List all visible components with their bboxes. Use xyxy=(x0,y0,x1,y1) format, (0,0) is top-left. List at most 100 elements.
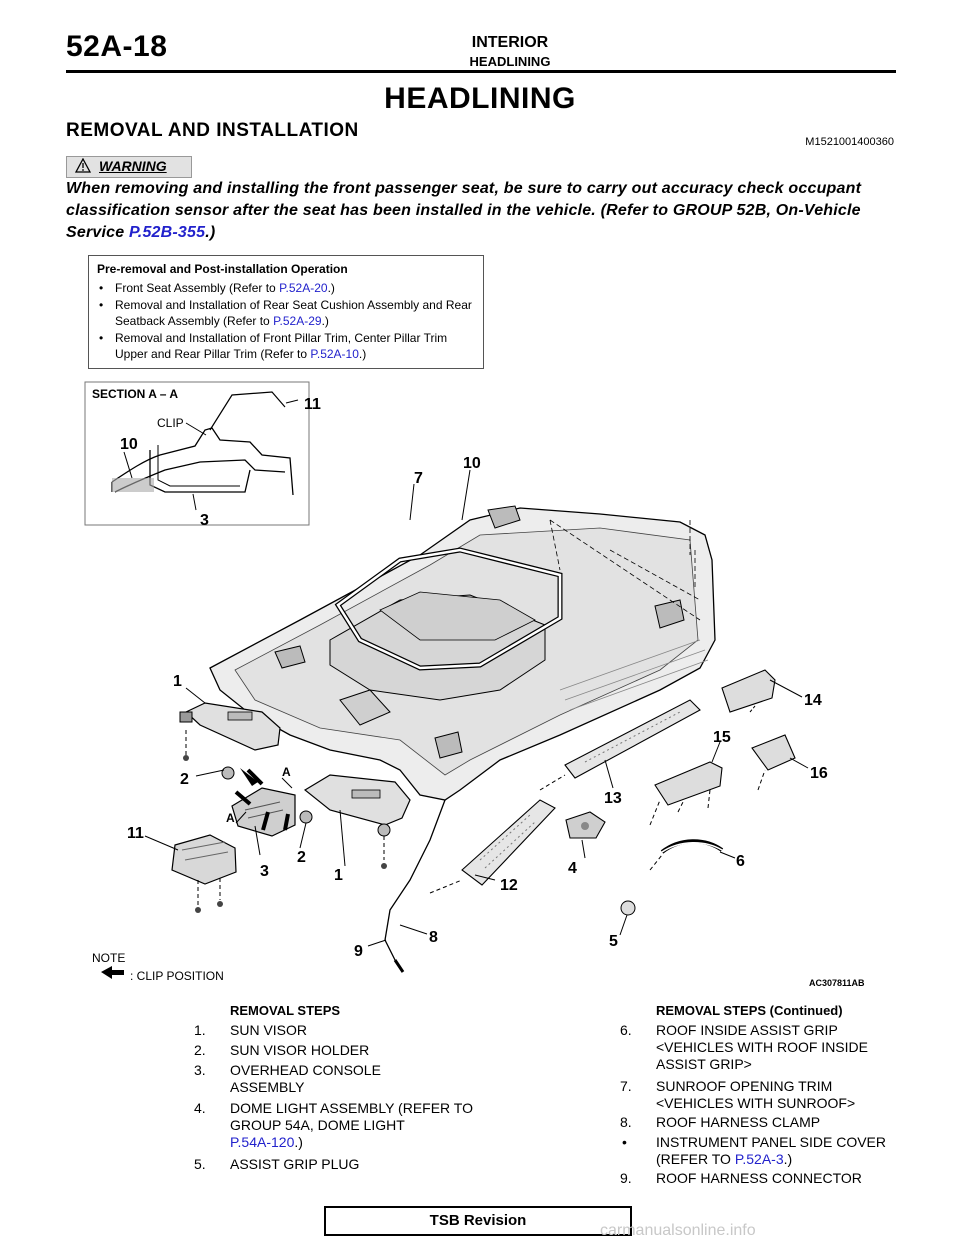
item-text: Front Seat Assembly (Refer to xyxy=(115,281,280,295)
section-marker: A xyxy=(226,811,235,825)
step-text: SUN VISOR HOLDER xyxy=(230,1042,370,1058)
item-link[interactable]: P.52A-20 xyxy=(279,281,328,295)
item-link[interactable]: P.52A-10 xyxy=(310,347,359,361)
removal-steps-list-left: 1. SUN VISOR 2. SUN VISOR HOLDER 3. OVER… xyxy=(194,1022,494,1182)
step-number: 8. xyxy=(620,1114,632,1130)
step-text: ROOF HARNESS CONNECTOR xyxy=(656,1170,862,1186)
removal-steps-heading: REMOVAL STEPS xyxy=(230,1003,341,1018)
callout-label: 12 xyxy=(500,877,518,894)
step-text-main: INSTRUMENT PANEL SIDE COVER (REFER TO xyxy=(656,1134,887,1167)
warning-text: When removing and installing the front p… xyxy=(66,178,896,244)
step-text: ASSIST GRIP PLUG xyxy=(230,1156,360,1172)
pillar-trim-13 xyxy=(539,699,701,791)
figure-code: AC307811AB xyxy=(809,978,865,988)
pillar-trim-12 xyxy=(429,799,556,894)
section-header: INTERIOR xyxy=(471,34,549,51)
callout-label: 10 xyxy=(463,455,481,472)
item-after: .) xyxy=(358,347,367,361)
dome-light xyxy=(565,811,606,839)
callout-label: 16 xyxy=(810,765,828,782)
note-text: : CLIP POSITION xyxy=(130,969,224,983)
callout-label: 7 xyxy=(414,470,423,487)
step-text: SUN VISOR xyxy=(230,1022,308,1038)
callout-leaders xyxy=(144,469,809,947)
bullet-icon: • xyxy=(622,1134,627,1150)
step-number: 2. xyxy=(194,1042,206,1058)
step-link[interactable]: P.54A-120 xyxy=(230,1134,295,1150)
reference-code: M1521001400360 xyxy=(805,136,894,148)
bullet-icon: • xyxy=(99,298,104,312)
overhead-console xyxy=(221,766,313,837)
callout-label: 1 xyxy=(173,673,182,690)
list-item: • Removal and Installation of Front Pilla… xyxy=(97,330,477,362)
item-after: .) xyxy=(327,281,335,295)
warning-link[interactable]: P.52B-355 xyxy=(128,224,206,241)
sun-visor-right xyxy=(303,774,411,869)
subsection-header: HEADLINING xyxy=(469,54,551,69)
callout-label: 1 xyxy=(334,867,343,884)
step-number: 7. xyxy=(620,1078,632,1094)
step-text: SUNROOF OPENING TRIM <VEHICLES WITH SUNR… xyxy=(656,1078,856,1111)
list-item: • Front Seat Assembly (Refer to P.52A-20.… xyxy=(97,280,477,296)
section-markers: A A xyxy=(226,765,291,825)
roof-harness xyxy=(384,799,446,973)
note-label: NOTE xyxy=(92,951,125,965)
header-rule xyxy=(66,70,896,73)
headlining-exploded-diagram: SECTION A – A CLIP xyxy=(84,381,865,988)
warning-label: WARNING xyxy=(99,158,167,174)
callout-label: 2 xyxy=(180,771,189,788)
step-number: 6. xyxy=(620,1022,632,1038)
step-text: ROOF INSIDE ASSIST GRIP <VEHICLES WITH R… xyxy=(656,1022,868,1072)
callout-label: 4 xyxy=(568,860,577,877)
bracket-16 xyxy=(751,734,796,791)
headliner-panel xyxy=(209,505,716,801)
callout-label: 3 xyxy=(200,512,209,529)
item-text: Removal and Installation of Front Pillar… xyxy=(115,331,448,361)
callout-label: 11 xyxy=(304,396,321,413)
step-link[interactable]: P.52A-3 xyxy=(734,1151,784,1167)
step-number: 1. xyxy=(194,1022,206,1038)
step-number: 5. xyxy=(194,1156,206,1172)
page-title: HEADLINING xyxy=(384,82,576,115)
watermark: carmanualsonline.info xyxy=(600,1222,756,1239)
list-item: • Removal and Installation of Rear Seat C… xyxy=(97,297,477,329)
pre-removal-heading: Pre-removal and Post-installation Operat… xyxy=(97,262,348,276)
pre-removal-box: Pre-removal and Post-installation Operat… xyxy=(88,255,484,369)
item-link[interactable]: P.52A-29 xyxy=(273,314,322,328)
warning-triangle-icon xyxy=(74,157,92,176)
step-number: 9. xyxy=(620,1170,632,1186)
callout-label: 6 xyxy=(736,853,745,870)
bracket-15 xyxy=(649,761,723,826)
item-after: .) xyxy=(321,314,329,328)
bullet-icon: • xyxy=(99,331,104,345)
section-label: SECTION A – A xyxy=(92,387,178,401)
step-text-after: .) xyxy=(294,1134,303,1150)
bracket-14 xyxy=(721,669,776,713)
callout-label: 14 xyxy=(804,692,822,709)
callout-label: 11 xyxy=(127,825,144,842)
callout-label: 13 xyxy=(604,790,622,807)
tsb-revision-footer: TSB Revision xyxy=(324,1206,632,1236)
step-text-main: DOME LIGHT ASSEMBLY (REFER TO GROUP 54A,… xyxy=(230,1100,473,1133)
step-text: DOME LIGHT ASSEMBLY (REFER TO GROUP 54A,… xyxy=(230,1100,480,1151)
step-text: ROOF HARNESS CLAMP xyxy=(656,1114,821,1130)
step-number: 4. xyxy=(194,1100,206,1116)
warning-badge: WARNING xyxy=(66,156,192,178)
step-text-after: .) xyxy=(783,1151,793,1167)
callout-label: 8 xyxy=(429,929,438,946)
clip-label: CLIP xyxy=(157,416,184,430)
removal-steps-continued-heading: REMOVAL STEPS (Continued) xyxy=(656,1003,843,1018)
section-marker: A xyxy=(282,765,291,779)
console-bracket xyxy=(171,834,237,913)
item-text: Removal and Installation of Rear Seat Cu… xyxy=(115,298,472,328)
callout-labels: 10 3 11 7 10 1 2 3 2 1 11 4 5 6 12 13 14… xyxy=(120,396,828,960)
section-title: REMOVAL AND INSTALLATION xyxy=(66,120,359,141)
warning-text-main: When removing and installing the front p… xyxy=(66,180,862,241)
assist-grip xyxy=(620,839,724,916)
pre-removal-list: • Front Seat Assembly (Refer to P.52A-20.… xyxy=(97,280,477,363)
section-detail-box: SECTION A – A CLIP xyxy=(84,381,310,526)
bullet-icon: • xyxy=(99,281,104,295)
warning-text-end: .) xyxy=(205,224,216,241)
step-number: 3. xyxy=(194,1062,206,1078)
callout-label: 10 xyxy=(120,436,138,453)
